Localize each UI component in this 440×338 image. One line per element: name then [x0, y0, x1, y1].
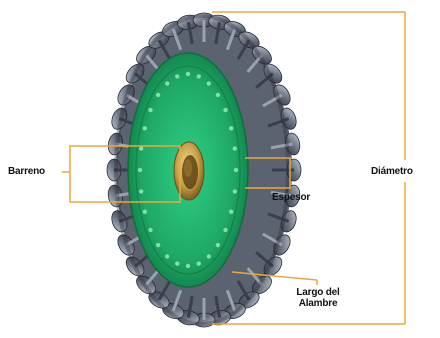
- hub-crimp-dot: [234, 168, 238, 172]
- hub-crimp-dot: [139, 146, 143, 150]
- hub-crimp-dot: [229, 210, 233, 214]
- hub-crimp-dot: [207, 254, 211, 258]
- brass-bore: [174, 142, 204, 200]
- hub-crimp-dot: [233, 146, 237, 150]
- hub-crimp-dot: [156, 243, 160, 247]
- hub-crimp-dot: [186, 72, 190, 76]
- hub-crimp-dot: [148, 228, 152, 232]
- largo-label-line2: Alambre: [288, 298, 348, 309]
- hub-crimp-dot: [139, 189, 143, 193]
- hub-crimp-dot: [216, 243, 220, 247]
- hub-crimp-dot: [143, 126, 147, 130]
- hub-crimp-dot: [165, 81, 169, 85]
- hub-crimp-dot: [175, 74, 179, 78]
- hub-crimp-dot: [186, 264, 190, 268]
- hub-crimp-dot: [156, 93, 160, 97]
- hub-crimp-dot: [197, 74, 201, 78]
- hub-crimp-dot: [197, 261, 201, 265]
- barreno-label: Barreno: [8, 166, 45, 177]
- largo-label-line1: Largo del: [288, 287, 348, 298]
- espesor-label: Espesor: [272, 192, 310, 203]
- hub-crimp-dot: [233, 189, 237, 193]
- hub-crimp-dot: [223, 108, 227, 112]
- hub-crimp-dot: [207, 81, 211, 85]
- hub-crimp-dot: [216, 93, 220, 97]
- diametro-label: Diámetro: [371, 166, 413, 177]
- largo-del-alambre-label: Largo del Alambre: [288, 287, 348, 309]
- hub-crimp-dot: [148, 108, 152, 112]
- hub-crimp-dot: [223, 228, 227, 232]
- hub-crimp-dot: [165, 254, 169, 258]
- hub-crimp-dot: [143, 210, 147, 214]
- hub-crimp-dot: [229, 126, 233, 130]
- hub-crimp-dot: [175, 261, 179, 265]
- hub-crimp-dot: [138, 168, 142, 172]
